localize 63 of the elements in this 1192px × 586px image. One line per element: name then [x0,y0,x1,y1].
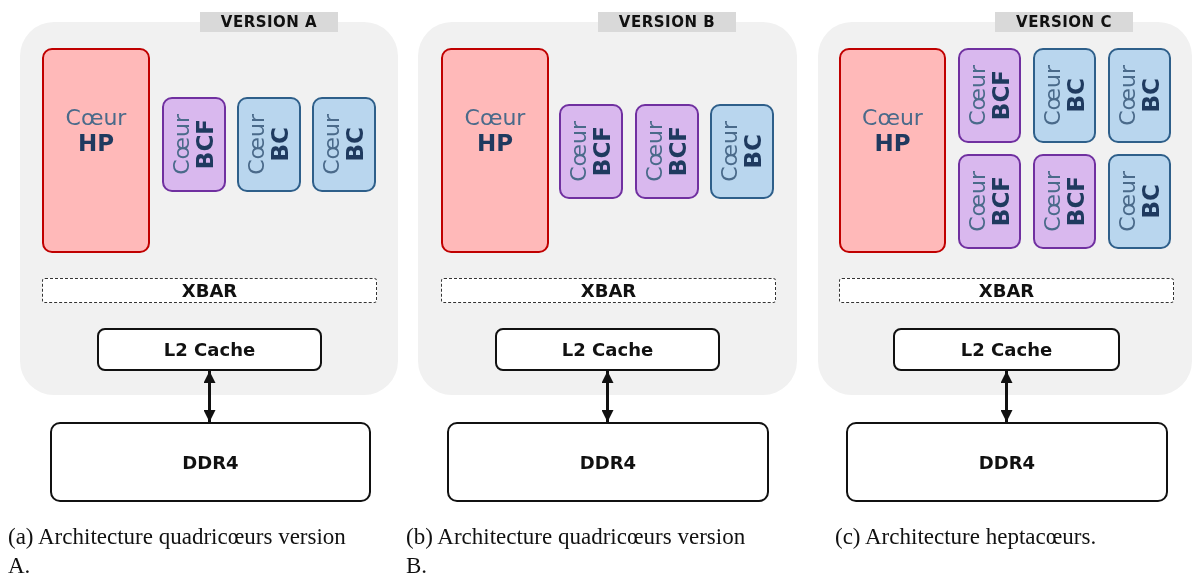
core-label: Cœur [718,121,742,182]
core-label: Cœur [965,65,989,126]
core-type: BC [741,134,766,169]
core-box [1033,48,1096,143]
core-box [42,48,150,253]
core-box [237,97,301,192]
version-tab: VERSION C [995,12,1133,32]
core-label: Cœur [170,114,194,175]
core-box [839,48,946,253]
bus-box: XBAR [42,278,377,303]
core-type: BCF [988,70,1014,121]
core-type: BCF [193,119,218,170]
core-type: BC [1138,78,1164,113]
core-label: Cœur [245,114,269,175]
cache-box: L2 Cache [97,328,322,371]
version-tab: VERSION B [598,12,736,32]
double-arrow [1000,371,1013,422]
core-box [1108,154,1171,249]
core-label: Cœur [464,105,526,130]
cache-box: L2 Cache [495,328,720,371]
double-arrow [601,371,614,422]
core-type: BCF [590,126,615,177]
core-type: BCF [666,126,691,177]
bus-box: XBAR [441,278,776,303]
core-type: HP [476,130,514,156]
core-box [441,48,549,253]
core-type: BC [1138,184,1164,219]
core-type: BC [268,127,293,162]
core-type: BCF [988,176,1014,227]
core-box [635,104,699,199]
core-type: BC [1063,78,1089,113]
core-label: Cœur [965,171,989,232]
core-label: Cœur [643,121,667,182]
core-box [312,97,376,192]
core-label: Cœur [1115,65,1139,126]
core-box [162,97,226,192]
bus-box: XBAR [839,278,1174,303]
core-box [1033,154,1096,249]
cache-box: L2 Cache [893,328,1120,371]
core-type: HP [77,130,115,156]
double-arrow [203,371,216,422]
core-box [958,154,1021,249]
core-label: Cœur [320,114,344,175]
core-type: BC [343,127,368,162]
core-label: Cœur [862,105,923,130]
memory-box: DDR4 [846,422,1168,502]
core-label: Cœur [1040,171,1064,232]
memory-box: DDR4 [447,422,769,502]
core-type: BCF [1063,176,1089,227]
version-tab: VERSION A [200,12,338,32]
core-label: Cœur [1115,171,1139,232]
figure-caption: (c) Architecture heptacœurs. [835,523,1098,551]
core-label: Cœur [567,121,591,182]
memory-box: DDR4 [50,422,371,502]
core-label: Cœur [1040,65,1064,126]
core-type: HP [874,130,911,156]
core-box [958,48,1021,143]
core-box [559,104,623,199]
figure-caption: (b) Architecture quadricœurs version B. [406,523,747,580]
core-box [1108,48,1171,143]
core-label: Cœur [65,105,127,130]
core-box [710,104,774,199]
figure-caption: (a) Architecture quadricœurs version A. [8,523,347,580]
